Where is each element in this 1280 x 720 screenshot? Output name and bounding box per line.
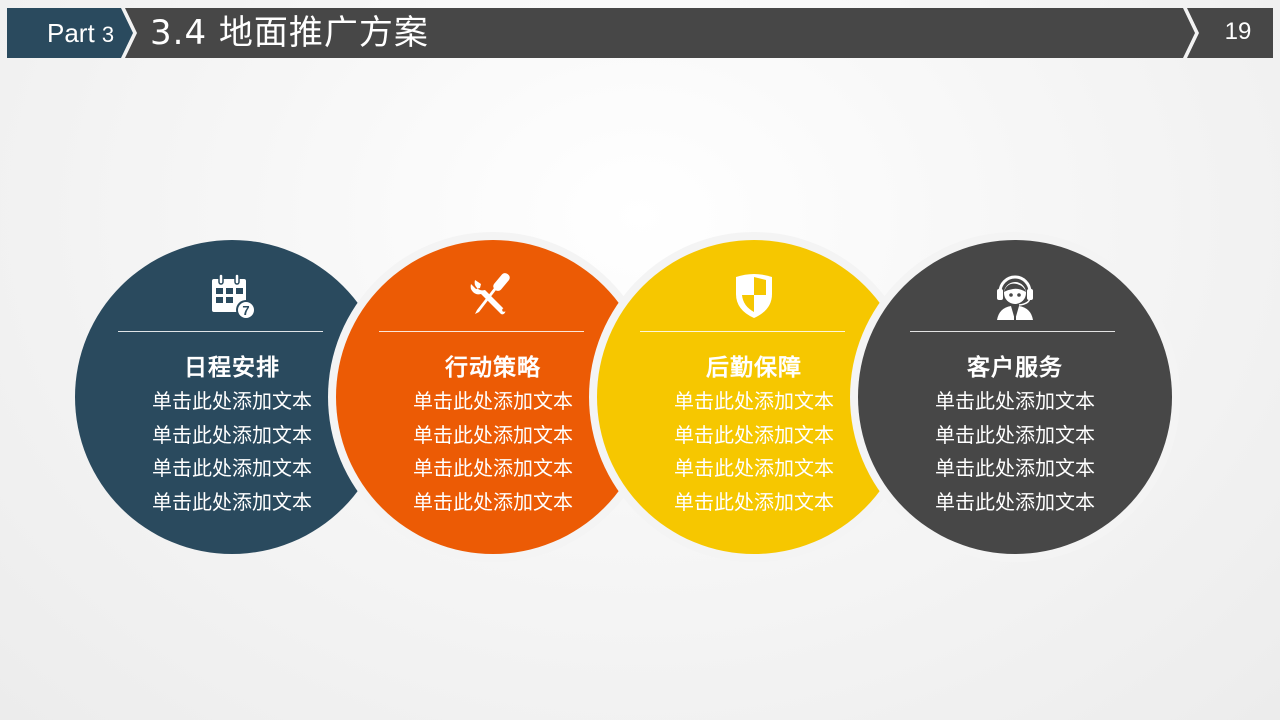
slide-title: 3.4 地面推广方案 <box>150 13 429 53</box>
text-placeholder[interactable]: 单击此处添加文本 <box>935 422 1095 447</box>
text-placeholder[interactable]: 单击此处添加文本 <box>413 422 573 447</box>
tools-icon <box>470 273 510 315</box>
text-placeholder[interactable]: 单击此处添加文本 <box>413 456 573 480</box>
text-placeholder[interactable]: 单击此处添加文本 <box>413 489 573 514</box>
text-placeholder[interactable]: 单击此处添加文本 <box>152 489 312 514</box>
part-text: Part <box>47 18 95 48</box>
text-placeholder[interactable]: 单击此处添加文本 <box>413 389 573 413</box>
divider <box>118 331 323 332</box>
card-title: 后勤保障 <box>706 355 802 381</box>
text-placeholder[interactable]: 单击此处添加文本 <box>152 456 312 480</box>
card-title: 行动策略 <box>445 355 541 381</box>
text-placeholder[interactable]: 单击此处添加文本 <box>935 389 1095 413</box>
text-placeholder[interactable]: 单击此处添加文本 <box>935 456 1095 480</box>
slide-header: Part 3 3.4 地面推广方案 19 <box>7 8 1273 58</box>
part-badge <box>7 8 135 58</box>
text-placeholder[interactable]: 单击此处添加文本 <box>674 456 834 480</box>
divider <box>910 331 1115 332</box>
divider <box>379 331 584 332</box>
shield-icon <box>736 274 772 318</box>
card-customer-service[interactable]: 客户服务 单击此处添加文本 单击此处添加文本 单击此处添加文本 单击此处添加文本 <box>858 240 1172 554</box>
text-placeholder[interactable]: 单击此处添加文本 <box>152 422 312 447</box>
part-label: Part 3 <box>47 8 114 58</box>
text-placeholder[interactable]: 单击此处添加文本 <box>935 489 1095 514</box>
calendar-icon: 7 <box>212 273 256 320</box>
page-number: 19 <box>1224 18 1252 45</box>
text-placeholder[interactable]: 单击此处添加文本 <box>152 389 312 413</box>
divider <box>640 331 845 332</box>
card-title: 客户服务 <box>967 355 1063 381</box>
header-bar <box>7 8 1273 58</box>
text-placeholder[interactable]: 单击此处添加文本 <box>674 389 834 413</box>
card-title: 日程安排 <box>184 355 280 381</box>
text-placeholder[interactable]: 单击此处添加文本 <box>674 489 834 514</box>
svg-text:7: 7 <box>242 303 249 318</box>
customer-service-icon <box>997 275 1033 320</box>
part-number: 3 <box>101 22 115 47</box>
text-placeholder[interactable]: 单击此处添加文本 <box>674 422 834 447</box>
